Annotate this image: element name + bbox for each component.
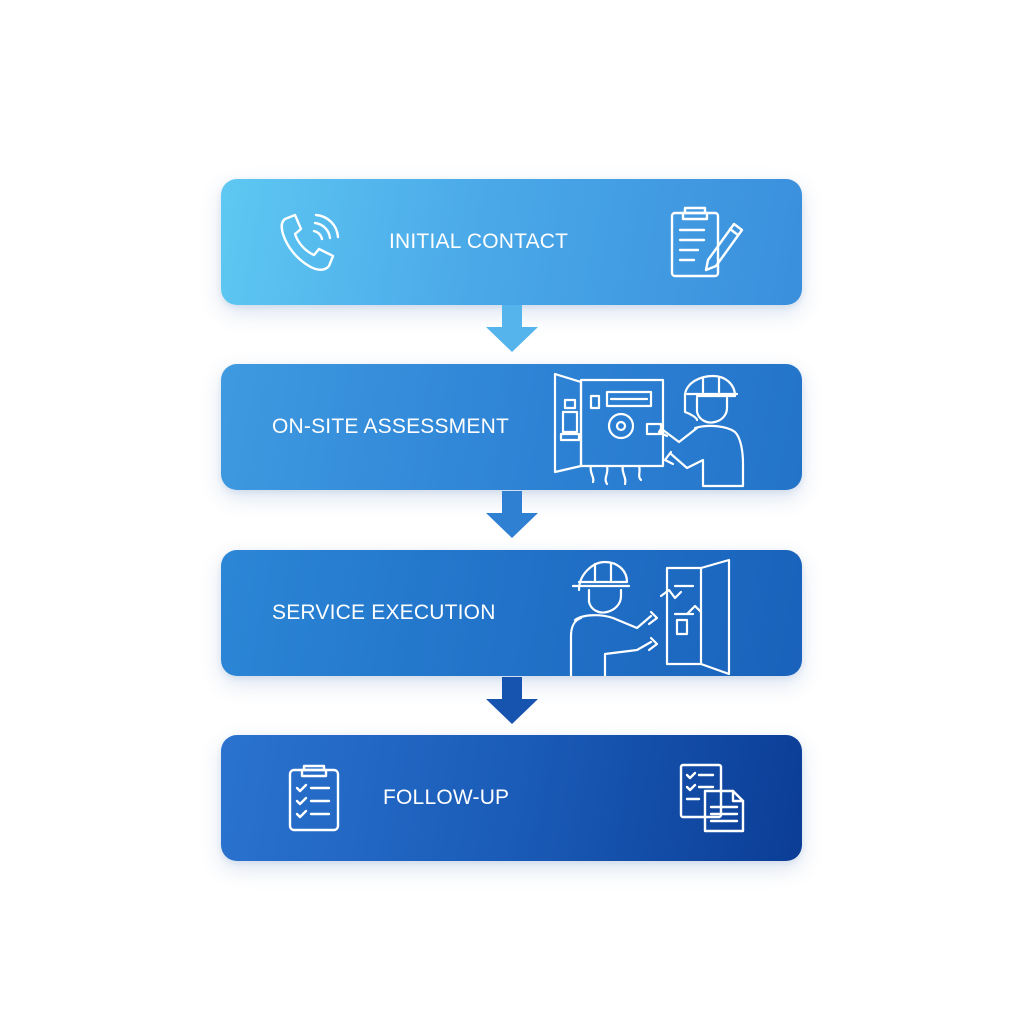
technician-inspecting-panel-icon [553, 372, 745, 488]
checklist-icon [288, 764, 340, 832]
phone-icon [280, 213, 340, 271]
technician-repairing-panel-icon [569, 558, 731, 676]
clipboard-pen-icon [670, 206, 744, 278]
step-label: INITIAL CONTACT [389, 230, 569, 253]
step-label: FOLLOW-UP [383, 786, 510, 809]
step-follow-up: FOLLOW-UP [221, 735, 802, 861]
step-label: ON-SITE ASSESSMENT [272, 415, 509, 438]
step-service-execution: SERVICE EXECUTION [221, 550, 802, 676]
step-initial-contact: INITIAL CONTACT [221, 179, 802, 305]
step-label: SERVICE EXECUTION [272, 601, 496, 624]
down-arrow-icon [486, 677, 538, 724]
step-on-site-assessment: ON-SITE ASSESSMENT [221, 364, 802, 490]
documents-icon [679, 763, 745, 833]
down-arrow-icon [486, 305, 538, 352]
down-arrow-icon [486, 491, 538, 538]
